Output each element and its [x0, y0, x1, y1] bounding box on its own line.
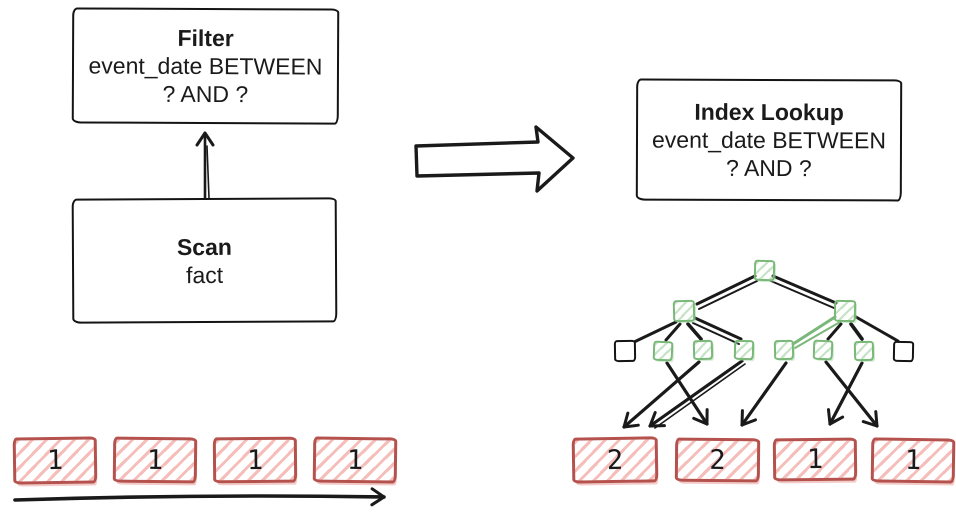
btree-leaf-2 [692, 339, 714, 361]
btree-leaf-4 [773, 339, 795, 361]
before-page-4: 1 [312, 436, 398, 484]
scan-node-title: Scan [176, 233, 232, 260]
btree-root-node [753, 259, 776, 282]
after-page-4: 1 [870, 437, 956, 484]
index-lookup-node-title: Index Lookup [694, 98, 844, 126]
btree-leaf-5 [812, 339, 834, 361]
scan-table-name: fact [185, 261, 224, 288]
btree-leaf-1 [652, 340, 674, 362]
before-page-3-count: 1 [246, 444, 264, 476]
leaf-pointer-arrows [622, 359, 879, 429]
scan-node: Scan fact [71, 197, 338, 324]
index-predicate-line1: event_date BETWEEN [651, 126, 887, 154]
before-page-2: 1 [112, 436, 198, 484]
index-lookup-node: Index Lookup event_date BETWEEN ? AND ? [635, 78, 903, 202]
after-page-4-count: 1 [904, 444, 922, 477]
before-page-2-count: 1 [146, 444, 164, 476]
filter-predicate-line1: event_date BETWEEN [88, 52, 323, 80]
btree-leaf-3 [733, 339, 755, 361]
after-page-1-count: 2 [606, 444, 624, 476]
btree-boundary-leaf-left [613, 339, 637, 363]
after-page-3: 1 [772, 437, 858, 482]
btree-edges [630, 274, 900, 349]
after-page-2: 2 [674, 437, 761, 483]
scan-to-filter-arrow [195, 131, 215, 201]
transform-arrow [414, 125, 575, 193]
before-page-3: 1 [212, 436, 298, 484]
filter-predicate-line2: ? AND ? [162, 80, 249, 108]
after-page-2-count: 2 [709, 444, 726, 476]
filter-node: Filter event_date BETWEEN ? AND ? [71, 7, 340, 125]
btree-leaf-6 [853, 340, 875, 362]
before-page-1: 1 [12, 436, 98, 485]
btree-boundary-leaf-right [892, 340, 915, 363]
index-predicate-line2: ? AND ? [726, 154, 812, 182]
after-page-1: 2 [571, 436, 659, 484]
before-page-4-count: 1 [346, 444, 364, 476]
before-page-1-count: 1 [46, 444, 64, 477]
filter-node-title: Filter [177, 24, 234, 52]
heap-scan-arrow [13, 487, 386, 507]
btree-internal-node-left [672, 299, 696, 323]
after-page-3-count: 1 [806, 443, 824, 476]
btree-internal-node-right [833, 299, 857, 323]
